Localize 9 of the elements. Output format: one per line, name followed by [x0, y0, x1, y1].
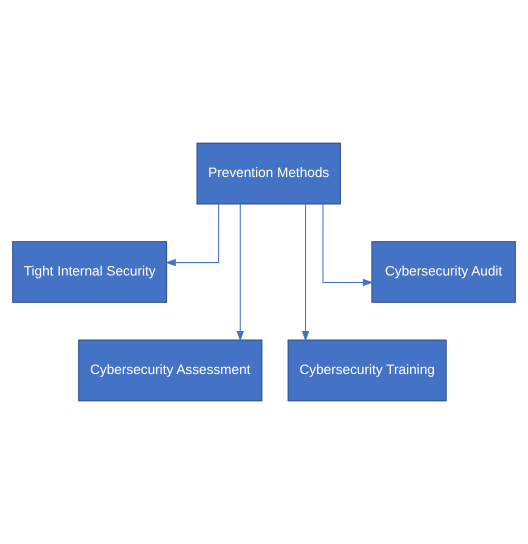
node-box: Cybersecurity Assessment [78, 340, 262, 402]
arrow [322, 204, 374, 286]
arrow [302, 204, 310, 342]
arrow [236, 204, 244, 342]
node-box: Cybersecurity Audit [371, 241, 516, 303]
node-box: Tight Internal Security [12, 241, 168, 303]
node-box: Cybersecurity Training [288, 340, 447, 402]
node-box: Prevention Methods [196, 142, 341, 204]
arrow [165, 204, 220, 266]
